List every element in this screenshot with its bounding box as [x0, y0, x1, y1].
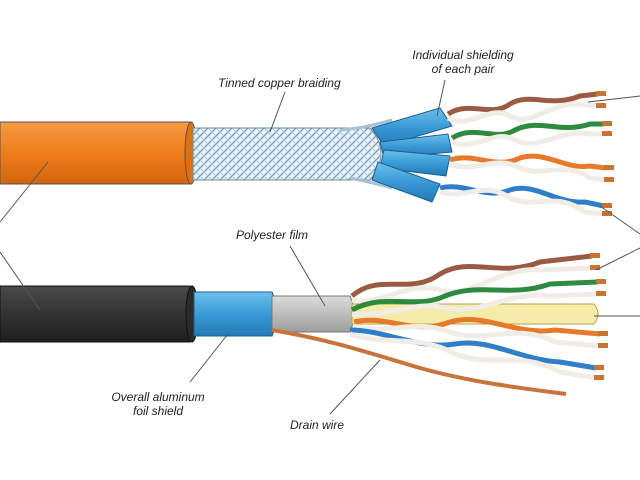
- polyester-film: [271, 295, 355, 333]
- tinned-braid: [192, 127, 382, 181]
- label-overall-foil-shield: Overall aluminum foil shield: [98, 390, 218, 418]
- orange-jacket: [0, 121, 195, 185]
- leader-lines: [0, 79, 640, 415]
- pair-shields-top: [371, 107, 453, 203]
- label-individual-shielding-line1: Individual shielding: [412, 48, 514, 62]
- drain-wire: [271, 328, 567, 396]
- twisted-pairs-top: [439, 91, 614, 217]
- foil-shield: [193, 291, 278, 337]
- bottom-cable: [0, 253, 608, 396]
- label-overall-foil-shield-line2: foil shield: [132, 404, 184, 418]
- label-polyester-film: Polyester film: [236, 228, 309, 242]
- label-tinned-copper-braiding: Tinned copper braiding: [218, 76, 341, 90]
- label-overall-foil-shield-line1: Overall aluminum: [111, 390, 205, 404]
- label-drain-wire: Drain wire: [290, 418, 345, 432]
- top-cable: [0, 91, 614, 217]
- label-individual-shielding-line2: of each pair: [431, 62, 495, 76]
- twisted-pairs-bottom: [349, 253, 608, 381]
- label-individual-shielding: Individual shielding of each pair: [398, 48, 528, 76]
